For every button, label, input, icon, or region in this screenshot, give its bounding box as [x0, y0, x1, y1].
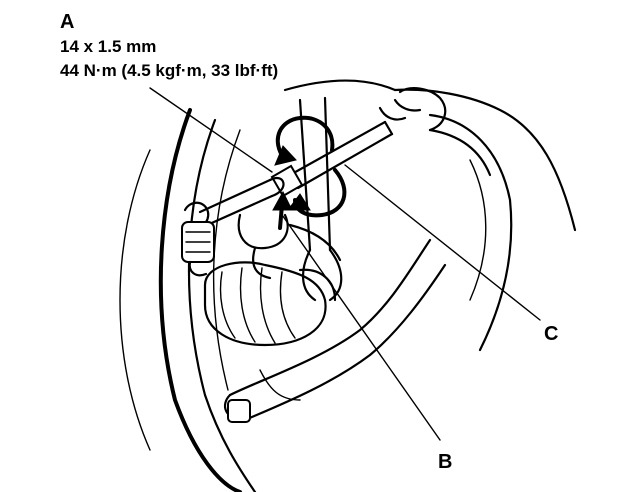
stabilizer-link — [181, 221, 215, 277]
leader-line-a — [149, 87, 273, 173]
leader-lines — [149, 87, 541, 441]
hand — [378, 87, 492, 177]
label-a: A — [60, 11, 74, 33]
label-b: B — [438, 451, 452, 473]
leader-line-b — [279, 211, 441, 441]
label-a-torque: 44 N·m (4.5 kgf·m, 33 lbf·ft) — [60, 61, 278, 80]
knuckle — [237, 213, 342, 280]
strut — [298, 96, 343, 302]
wrench — [183, 177, 285, 230]
extension-bar — [270, 120, 394, 198]
label-c: C — [544, 323, 558, 345]
cv-boot — [203, 261, 337, 347]
curved-arrow-icon — [287, 168, 347, 218]
leader-line-c — [344, 164, 541, 321]
up-arrow-icon — [272, 190, 293, 230]
tire — [119, 108, 257, 492]
lower-arm — [223, 238, 447, 423]
curved-arrow-icon — [274, 115, 335, 166]
label-a-size: 14 x 1.5 mm — [60, 37, 156, 56]
